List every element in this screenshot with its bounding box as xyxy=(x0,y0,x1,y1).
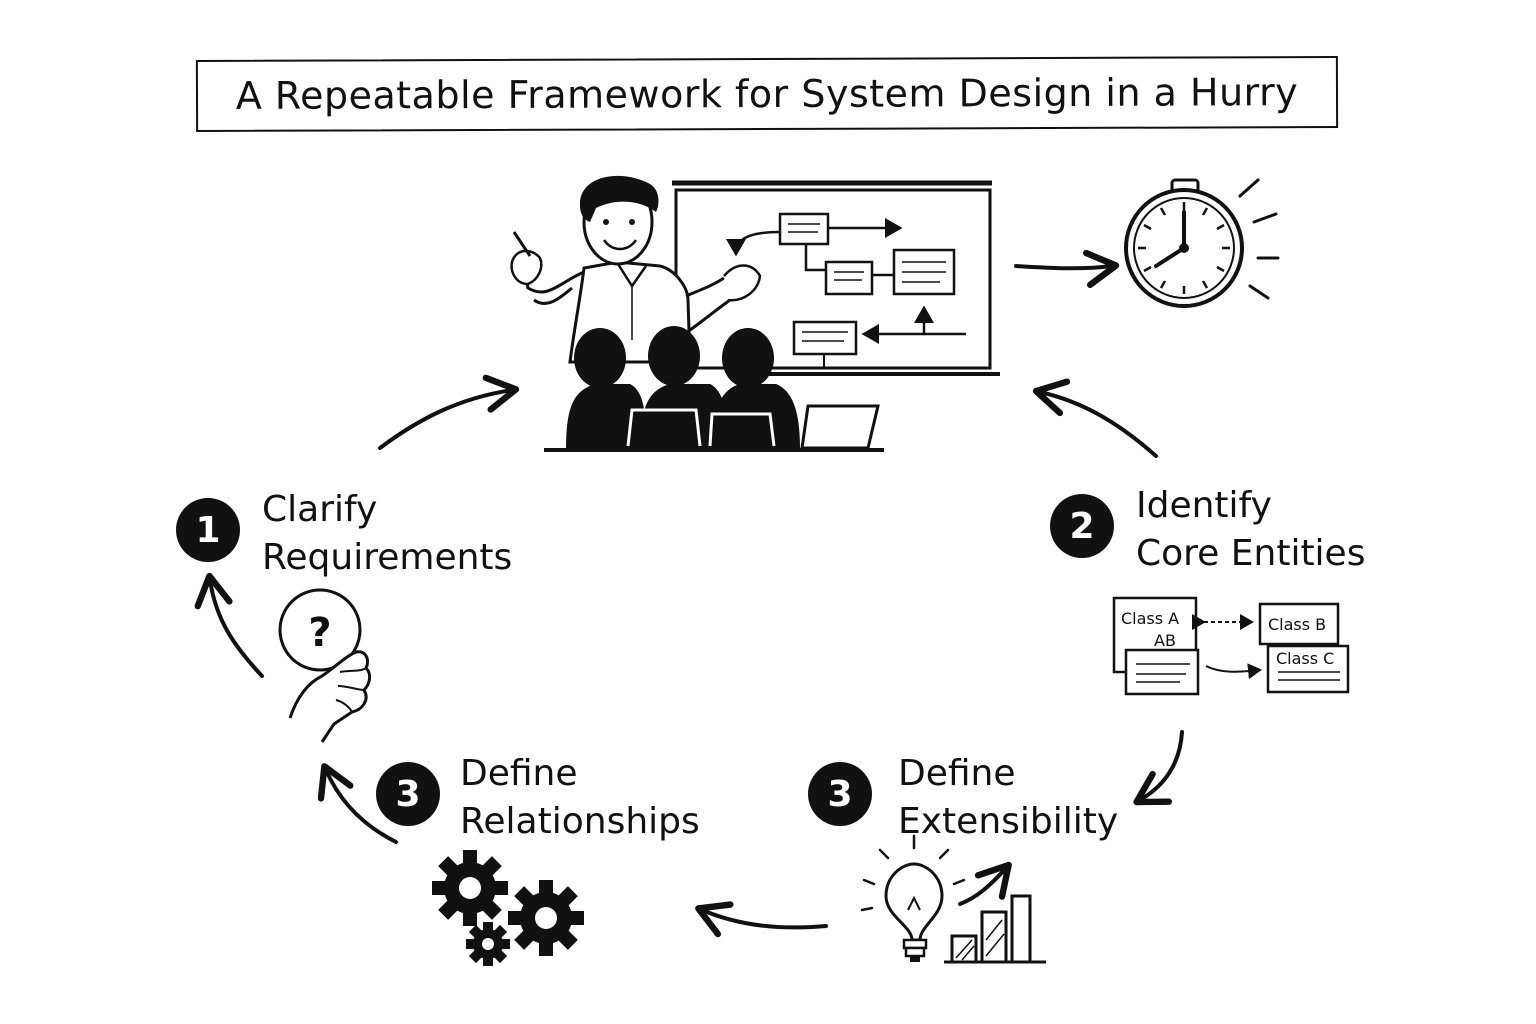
svg-text:?: ? xyxy=(308,610,331,656)
class-c-label: Class C xyxy=(1276,649,1334,668)
step-clarify-requirements: 1 Clarify Requirements xyxy=(176,489,512,582)
step-label-line2: Relationships xyxy=(460,801,700,842)
step-label-line2: Core Entities xyxy=(1136,533,1366,574)
arrow-step2-to-presenter xyxy=(1032,378,1158,458)
step-label-line1: Identify xyxy=(1136,485,1272,526)
class-a-label: Class A xyxy=(1121,609,1179,628)
step-number-badge: 3 xyxy=(808,762,872,826)
arrow-step1-to-presenter xyxy=(378,374,520,450)
stopwatch-icon xyxy=(1124,178,1280,308)
arrow-to-extensibility xyxy=(1133,730,1184,806)
question-bubble-icon: ? xyxy=(278,588,372,743)
class-a-sub-label: AB xyxy=(1154,631,1176,650)
step-define-extensibility: 3 Define Extensibility xyxy=(808,753,1118,846)
arrow-to-step1 xyxy=(194,572,264,678)
step-label: Identify Core Entities xyxy=(1136,482,1365,578)
class-diagram-icon: Class A AB Class B Class C xyxy=(1112,596,1350,696)
arrow-to-timer xyxy=(1014,249,1120,289)
step-label-line2: Extensibility xyxy=(898,801,1119,842)
step-label-line1: Clarify xyxy=(262,489,378,530)
step-label: Define Relationships xyxy=(460,750,700,846)
step-number-badge: 3 xyxy=(376,762,440,826)
lightbulb-chart-icon xyxy=(860,834,1046,964)
step-label-line1: Define xyxy=(898,753,1016,794)
arrow-to-relationships xyxy=(695,901,828,938)
step-define-relationships: 3 Define Relationships xyxy=(376,753,700,846)
step-number-badge: 1 xyxy=(176,498,240,562)
presenter-whiteboard-icon xyxy=(510,175,1000,452)
step-identify-core-entities: 2 Identify Core Entities xyxy=(1050,485,1365,578)
class-b-label: Class B xyxy=(1268,615,1326,634)
step-label: Clarify Requirements xyxy=(262,486,512,582)
gears-icon xyxy=(432,850,584,966)
step-label-line2: Requirements xyxy=(262,537,513,578)
step-label-line1: Define xyxy=(460,753,578,794)
step-number-badge: 2 xyxy=(1050,494,1114,558)
arrow-relationships-to-step1 xyxy=(317,763,398,844)
step-label: Define Extensibility xyxy=(898,750,1118,846)
